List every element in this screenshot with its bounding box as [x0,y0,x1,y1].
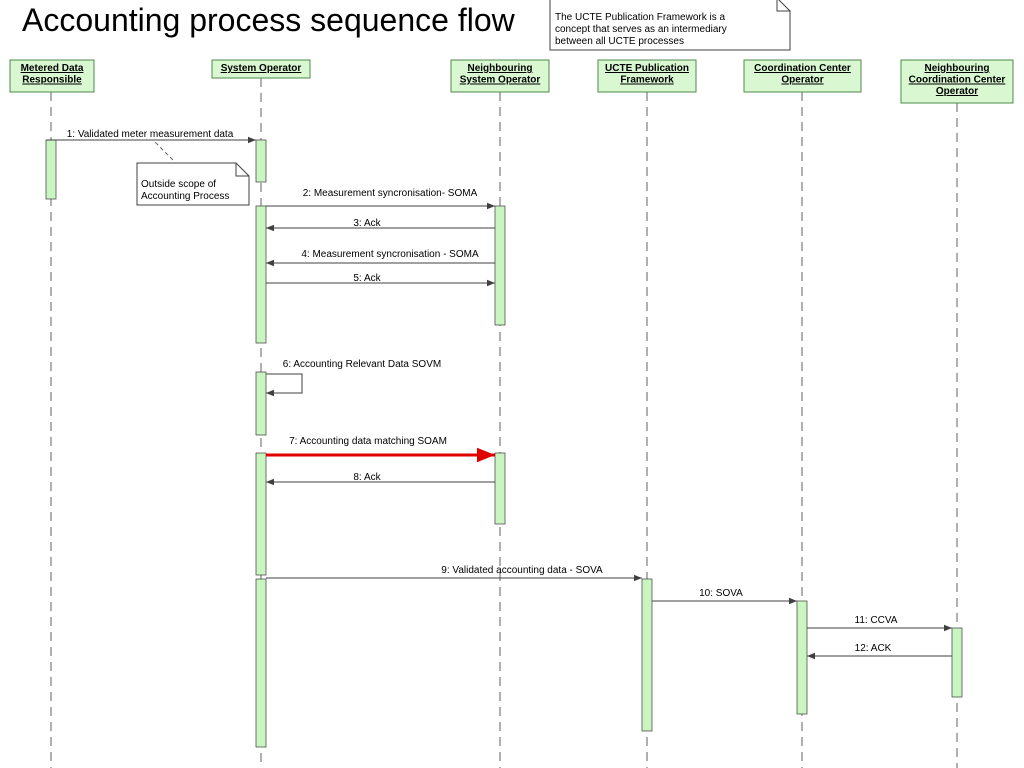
message-10: 10: SOVA [652,588,797,605]
participant-box [9,59,95,93]
activation-bar [255,452,267,576]
participant-label: System Operator [460,75,541,86]
note-text: The UCTE Publication Framework is a [555,12,725,23]
note-text: Outside scope of [141,179,216,190]
activation-bar [255,205,267,344]
activation-bar [255,139,267,183]
note-text: concept that serves as an intermediary [555,24,727,35]
message-label: 9: Validated accounting data - SOVA [441,565,603,576]
participant-box [597,59,697,93]
activation-bar [494,205,506,326]
activation-bar [951,627,963,698]
note-text: between all UCTE processes [555,36,684,47]
message-label: 8: Ack [353,472,381,483]
note-upf-note: The UCTE Publication Framework is aconce… [549,0,791,51]
message-label: 6: Accounting Relevant Data SOVM [283,359,441,370]
participant-label: UCTE Publication [605,63,689,74]
participant-box [450,59,550,93]
activation-bar [494,452,506,525]
participant-label: Coordination Center [909,75,1006,86]
activation-bar [796,600,808,715]
note-shape [136,162,250,206]
message-5: 5: Ack [266,273,495,287]
participant-box [743,59,862,93]
note-fold [776,0,790,12]
note-shape [549,0,791,51]
page-title: Accounting process sequence flow [22,2,515,38]
message-label: 3: Ack [353,218,381,229]
participant-label: Coordination Center [754,63,851,74]
participant-label: Operator [781,75,823,86]
message-2: 2: Measurement syncronisation- SOMA [266,188,495,210]
participant-so: System Operator [211,59,311,79]
note-fold [235,163,249,177]
participant-label: Responsible [22,75,82,86]
message-label: 11: CCVA [855,615,898,626]
message-12: 12: ACK [807,643,952,660]
message-label: 5: Ack [353,273,381,284]
message-7: 7: Accounting data matching SOAM [266,436,495,463]
participant-box [211,59,311,79]
note-connector [154,141,174,161]
participant-label: Operator [936,86,978,97]
note-text: Accounting Process [141,191,229,202]
message-6: 6: Accounting Relevant Data SOVM [266,359,441,397]
message-4: 4: Measurement syncronisation - SOMA [266,249,495,267]
message-label: 2: Measurement syncronisation- SOMA [303,188,478,199]
activation-bar [255,371,267,436]
activation-bar [45,139,57,200]
message-9: 9: Validated accounting data - SOVA [266,565,642,582]
message-1: 1: Validated meter measurement data [46,129,256,144]
participant-label: Neighbouring [925,63,990,74]
message-label: 12: ACK [855,643,892,654]
message-3: 3: Ack [266,218,495,232]
message-arrow [266,373,303,397]
message-8: 8: Ack [266,472,495,486]
participant-label: Framework [620,75,674,86]
activation-bar [255,578,267,748]
message-11: 11: CCVA [807,615,952,632]
message-label: 7: Accounting data matching SOAM [289,436,447,447]
message-label: 10: SOVA [699,588,743,599]
message-label: 1: Validated meter measurement data [67,129,234,140]
message-label: 4: Measurement syncronisation - SOMA [301,249,479,260]
participant-label: Neighbouring [468,63,533,74]
participant-box [900,59,1014,104]
activation-bar [641,578,653,732]
participant-label: Metered Data [21,63,84,74]
participant-label: System Operator [221,63,302,74]
